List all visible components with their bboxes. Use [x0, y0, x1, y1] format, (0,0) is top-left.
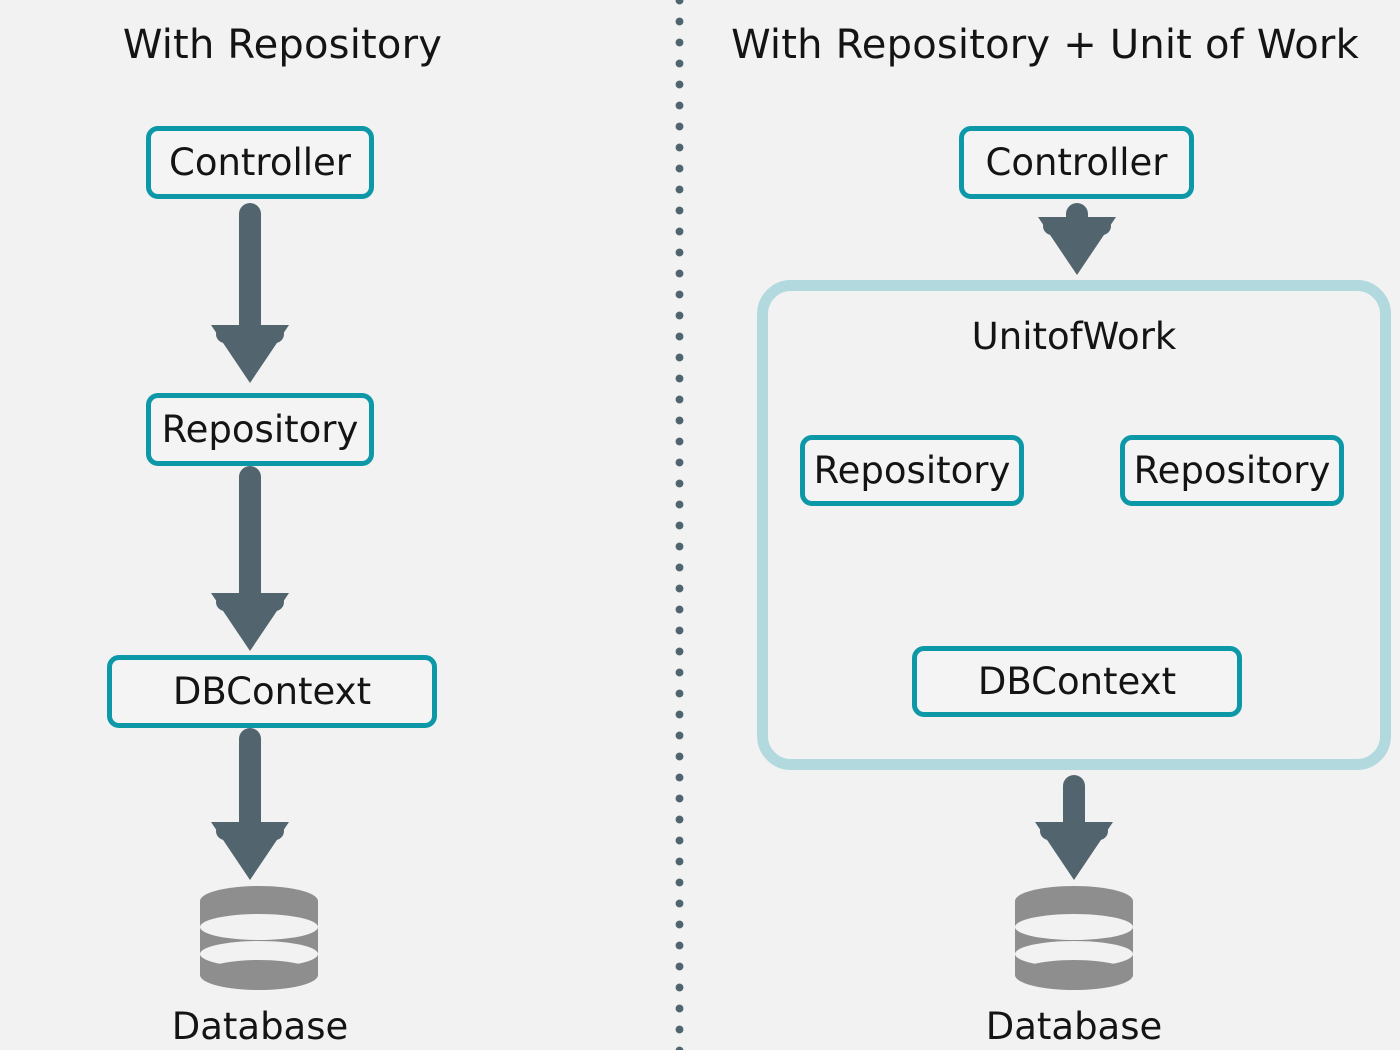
down-arrow-icon-repository-to-dbcontext: [211, 466, 289, 651]
down-arrow-icon-unitofwork-to-database: [1035, 775, 1113, 880]
database-cylinder-icon-right: [1015, 886, 1133, 990]
unitofwork-label: UnitofWork: [971, 315, 1177, 358]
unitofwork-container[interactable]: UnitofWork Repository Repository DBConte…: [757, 280, 1391, 770]
left-node-dbcontext[interactable]: DBContext: [107, 655, 437, 728]
right-node-controller[interactable]: Controller: [959, 126, 1194, 199]
right-node-dbcontext[interactable]: DBContext: [912, 646, 1242, 717]
left-node-repository[interactable]: Repository: [146, 393, 374, 466]
dotted-vertical-divider-icon: [675, 0, 684, 1050]
left-panel-title: With Repository: [122, 22, 443, 68]
database-cylinder-icon-left: [200, 886, 318, 990]
right-node-repository-2[interactable]: Repository: [1120, 435, 1344, 506]
down-arrow-icon-controller-to-repository: [211, 203, 289, 383]
left-database-label: Database: [171, 1005, 349, 1048]
right-panel-title: With Repository + Unit of Work: [731, 22, 1359, 68]
down-arrow-icon-dbcontext-to-database: [211, 728, 289, 880]
down-arrow-icon-controller-to-unitofwork: [1038, 203, 1116, 275]
left-node-controller[interactable]: Controller: [146, 126, 374, 199]
right-node-repository-1[interactable]: Repository: [800, 435, 1024, 506]
right-database-label: Database: [985, 1005, 1163, 1048]
